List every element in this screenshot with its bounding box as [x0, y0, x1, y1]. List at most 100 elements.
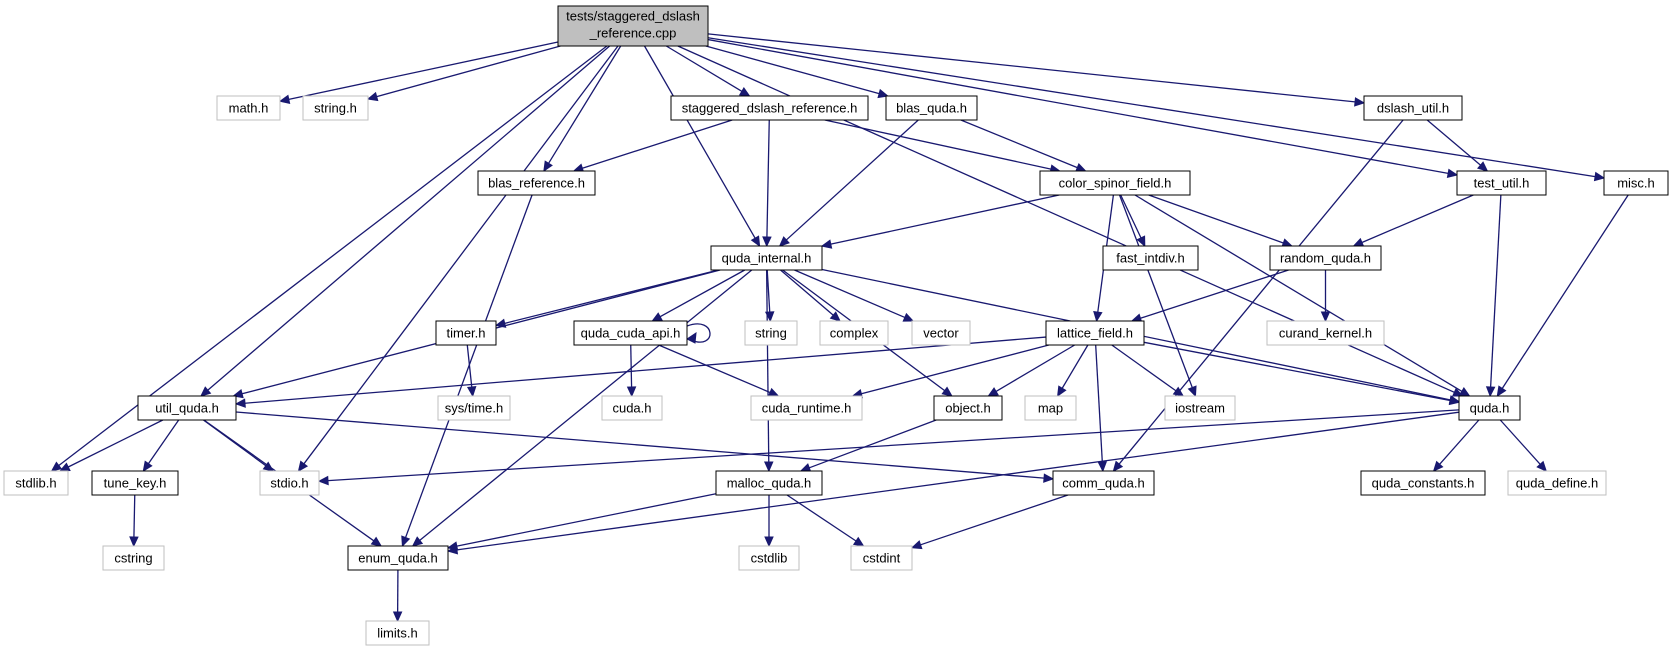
node-box: [102, 545, 165, 571]
node-tune-key-h[interactable]: tune_key.h: [91, 470, 179, 496]
edge-enum-quda-h-to-limits-h: [392, 569, 403, 623]
node-box: [850, 545, 913, 571]
node-quda-constants-h[interactable]: quda_constants.h: [1360, 470, 1486, 496]
node-box: [933, 395, 1003, 421]
edge-random-quda-h-to-lattice-field-h: [1130, 269, 1289, 323]
node-label: fast_intdiv.h: [1116, 250, 1184, 265]
edge-staggered-dslash-reference-h-to-blas-reference-h: [572, 119, 733, 173]
edge-quda-internal-h-to-vector: [794, 269, 915, 322]
node-box: [1039, 170, 1191, 196]
root-node[interactable]: tests/staggered_dslash _reference.cpp: [557, 5, 709, 47]
node-box: [1360, 470, 1486, 496]
node-timer-h[interactable]: timer.h: [435, 320, 497, 346]
node-box: [347, 545, 449, 571]
node-misc-h[interactable]: misc.h: [1603, 170, 1669, 196]
node-blas-reference-h[interactable]: blas_reference.h: [477, 170, 596, 196]
node-quda-internal-h[interactable]: quda_internal.h: [710, 245, 823, 271]
node-label: quda.h: [1470, 400, 1510, 415]
node-quda-h[interactable]: quda.h: [1458, 395, 1521, 421]
nodes-layer: tests/staggered_dslash _reference.cpp ma…: [3, 5, 1669, 646]
edge-staggered-dslash-reference-h-to-quda-internal-h: [762, 119, 772, 248]
node-label: string.h: [314, 100, 357, 115]
edge-malloc-quda-h-to-cstdlib: [764, 495, 774, 548]
node-label: cuda_runtime.h: [762, 400, 852, 415]
edge-malloc-quda-h-to-enum-quda-h: [446, 493, 717, 551]
node-lattice-field-h[interactable]: lattice_field.h: [1045, 320, 1145, 346]
node-curand-kernel-h: curand_kernel.h: [1266, 320, 1385, 346]
node-quda-cuda-api-h[interactable]: quda_cuda_api.h: [573, 320, 688, 346]
node-label: sys/time.h: [445, 400, 504, 415]
node-label: cstring: [114, 550, 152, 565]
node-label: lattice_field.h: [1057, 325, 1133, 340]
edge-root-to-util-quda-h: [200, 45, 611, 397]
node-box: [1102, 245, 1199, 271]
node-cstdint: cstdint: [850, 545, 913, 571]
node-dslash-util-h[interactable]: dslash_util.h: [1363, 95, 1463, 121]
node-stdlib-h: stdlib.h: [3, 470, 69, 496]
node-label: map: [1038, 400, 1063, 415]
edge-root-to-math-h: [278, 41, 559, 104]
edges-layer: [50, 33, 1629, 623]
node-test-util-h[interactable]: test_util.h: [1456, 170, 1547, 196]
edge-color-spinor-field-h-to-quda-h: [1134, 194, 1471, 397]
node-box: [477, 170, 596, 196]
node-label: curand_kernel.h: [1279, 325, 1372, 340]
node-box: [885, 95, 978, 121]
node-cstdlib: cstdlib: [738, 545, 800, 571]
node-map: map: [1024, 395, 1077, 421]
edge-test-util-h-to-random-quda-h: [1352, 194, 1474, 247]
node-label: string: [755, 325, 787, 340]
node-malloc-quda-h[interactable]: malloc_quda.h: [715, 470, 823, 496]
edge-lattice-field-h-to-iostream: [1111, 344, 1185, 397]
node-string-h: string.h: [302, 95, 369, 121]
node-comm-quda-h[interactable]: comm_quda.h: [1052, 470, 1155, 496]
edge-test-util-h-to-quda-h: [1485, 194, 1502, 398]
node-stdio-h: stdio.h: [259, 470, 320, 496]
edge-quda-h-to-quda-constants-h: [1432, 419, 1480, 472]
node-label: dslash_util.h: [1377, 100, 1449, 115]
edge-timer-h-to-sys-time-h: [466, 344, 477, 398]
node-staggered-dslash-reference-h[interactable]: staggered_dslash_reference.h: [670, 95, 869, 121]
edge-quda-cuda-api-h-to-cuda-h: [626, 344, 637, 398]
node-util-quda-h[interactable]: util_quda.h: [137, 395, 237, 421]
node-label: test_util.h: [1474, 175, 1530, 190]
node-random-quda-h[interactable]: random_quda.h: [1269, 245, 1382, 271]
node-box: [1456, 170, 1547, 196]
node-label: malloc_quda.h: [727, 475, 812, 490]
node-color-spinor-field-h[interactable]: color_spinor_field.h: [1039, 170, 1191, 196]
node-box: [302, 95, 369, 121]
root-node-label-line2: _reference.cpp: [589, 25, 677, 40]
node-box: [744, 320, 798, 346]
edge-root-to-staggered-dslash-reference-h: [665, 45, 751, 97]
edge-quda-h-to-stdio-h: [317, 409, 1460, 486]
node-string: string: [744, 320, 798, 346]
edge-color-spinor-field-h-to-fast-intdiv-h: [1120, 194, 1146, 248]
node-box: [1045, 320, 1145, 346]
node-label: quda_internal.h: [722, 250, 812, 265]
node-object-h[interactable]: object.h: [933, 395, 1003, 421]
node-label: color_spinor_field.h: [1059, 175, 1172, 190]
edge-lattice-field-h-to-quda-h: [1143, 341, 1461, 406]
node-label: quda_constants.h: [1372, 475, 1475, 490]
node-fast-intdiv-h[interactable]: fast_intdiv.h: [1102, 245, 1199, 271]
node-cuda-h: cuda.h: [601, 395, 663, 421]
edge-util-quda-h-to-comm-quda-h: [235, 411, 1055, 483]
edge-quda-h-to-quda-define-h: [1499, 419, 1548, 472]
edge-blas-quda-h-to-color-spinor-field-h: [960, 119, 1087, 172]
node-cstring: cstring: [102, 545, 165, 571]
node-limits-h: limits.h: [365, 620, 430, 646]
node-enum-quda-h[interactable]: enum_quda.h: [347, 545, 449, 571]
node-sys-time-h: sys/time.h: [437, 395, 511, 421]
edge-quda-cuda-api-h-to-quda-cuda-api-h: [686, 323, 711, 344]
edge-quda-internal-h-to-complex: [780, 269, 841, 322]
edge-util-quda-h-to-tune-key-h: [142, 419, 180, 473]
node-box: [137, 395, 237, 421]
node-blas-quda-h[interactable]: blas_quda.h: [885, 95, 978, 121]
node-label: blas_reference.h: [488, 175, 585, 190]
node-box: [1266, 320, 1385, 346]
node-label: quda_define.h: [1516, 475, 1598, 490]
node-box: [3, 470, 69, 496]
node-label: util_quda.h: [155, 400, 219, 415]
node-complex: complex: [819, 320, 889, 346]
node-label: iostream: [1175, 400, 1225, 415]
